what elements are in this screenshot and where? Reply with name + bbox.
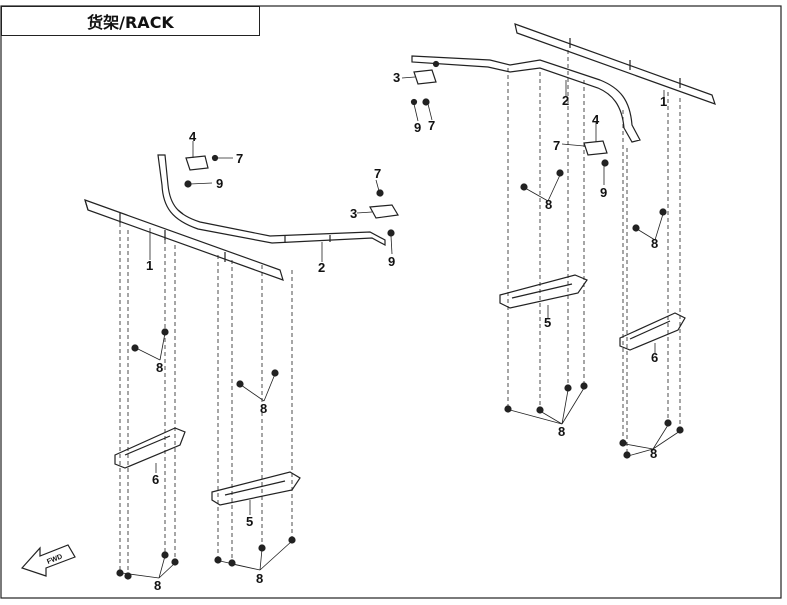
- callout-4-left: 4: [189, 129, 197, 144]
- callout-8-left-c: 8: [154, 578, 161, 593]
- drawing-border: [0, 5, 782, 599]
- part-1-rail-right: [514, 23, 716, 105]
- part-2-bent-tube-right: [411, 55, 641, 143]
- callout-2-left: 2: [318, 260, 325, 275]
- leader-lines: [121, 76, 681, 579]
- callout-7-right-a: 7: [428, 118, 435, 133]
- callout-9-right-a: 9: [414, 120, 421, 135]
- part-1-rail-left: [84, 199, 284, 281]
- title-box: 货架/RACK: [1, 6, 260, 36]
- part-3-bracket-right: [413, 69, 437, 85]
- part-6-plate-left: [114, 427, 186, 469]
- part-2-bent-tube-left: [157, 154, 386, 247]
- part-4-bracket-left: [185, 155, 209, 171]
- callout-2-right: 2: [562, 93, 569, 108]
- callout-8-right-b: 8: [651, 236, 658, 251]
- callout-labels: 1 2 3 4 5 6 7 7 8 8 8 8 9 9 1 2 3 4 5 6 …: [146, 70, 667, 593]
- part-5-plate-right: [499, 274, 588, 309]
- callout-9-right-b: 9: [600, 185, 607, 200]
- callout-5-right: 5: [544, 315, 551, 330]
- callout-6-right: 6: [651, 350, 658, 365]
- callout-7-right-b: 7: [553, 138, 560, 153]
- callout-4-right: 4: [592, 112, 600, 127]
- part-6-plate-right: [619, 312, 686, 351]
- callout-3-right: 3: [393, 70, 400, 85]
- callout-6-left: 6: [152, 472, 159, 487]
- callout-5-left: 5: [246, 514, 253, 529]
- callout-1-left: 1: [146, 258, 153, 273]
- bolts-left: [116, 154, 395, 580]
- callout-3-left: 3: [350, 206, 357, 221]
- alignment-lines-left: [119, 223, 293, 573]
- callout-9-left-b: 9: [388, 254, 395, 269]
- diagram-title: 货架/RACK: [87, 13, 174, 32]
- callout-9-left-a: 9: [216, 176, 223, 191]
- callout-7-left-b: 7: [374, 166, 381, 181]
- part-4-bracket-right: [583, 140, 608, 156]
- callout-8-left-a: 8: [156, 360, 163, 375]
- part-3-bracket-left: [369, 204, 399, 219]
- fwd-arrow-icon: FWD: [20, 544, 76, 577]
- callout-1-right: 1: [660, 94, 667, 109]
- callout-7-left-a: 7: [236, 151, 243, 166]
- part-5-plate-left: [211, 471, 301, 506]
- bolts-right: [410, 60, 684, 459]
- callout-8-right-c: 8: [558, 424, 565, 439]
- callout-8-left-b: 8: [260, 401, 267, 416]
- alignment-lines-right: [507, 50, 681, 452]
- callout-8-right-a: 8: [545, 197, 552, 212]
- callout-8-left-d: 8: [256, 571, 263, 586]
- callout-8-right-d: 8: [650, 446, 657, 461]
